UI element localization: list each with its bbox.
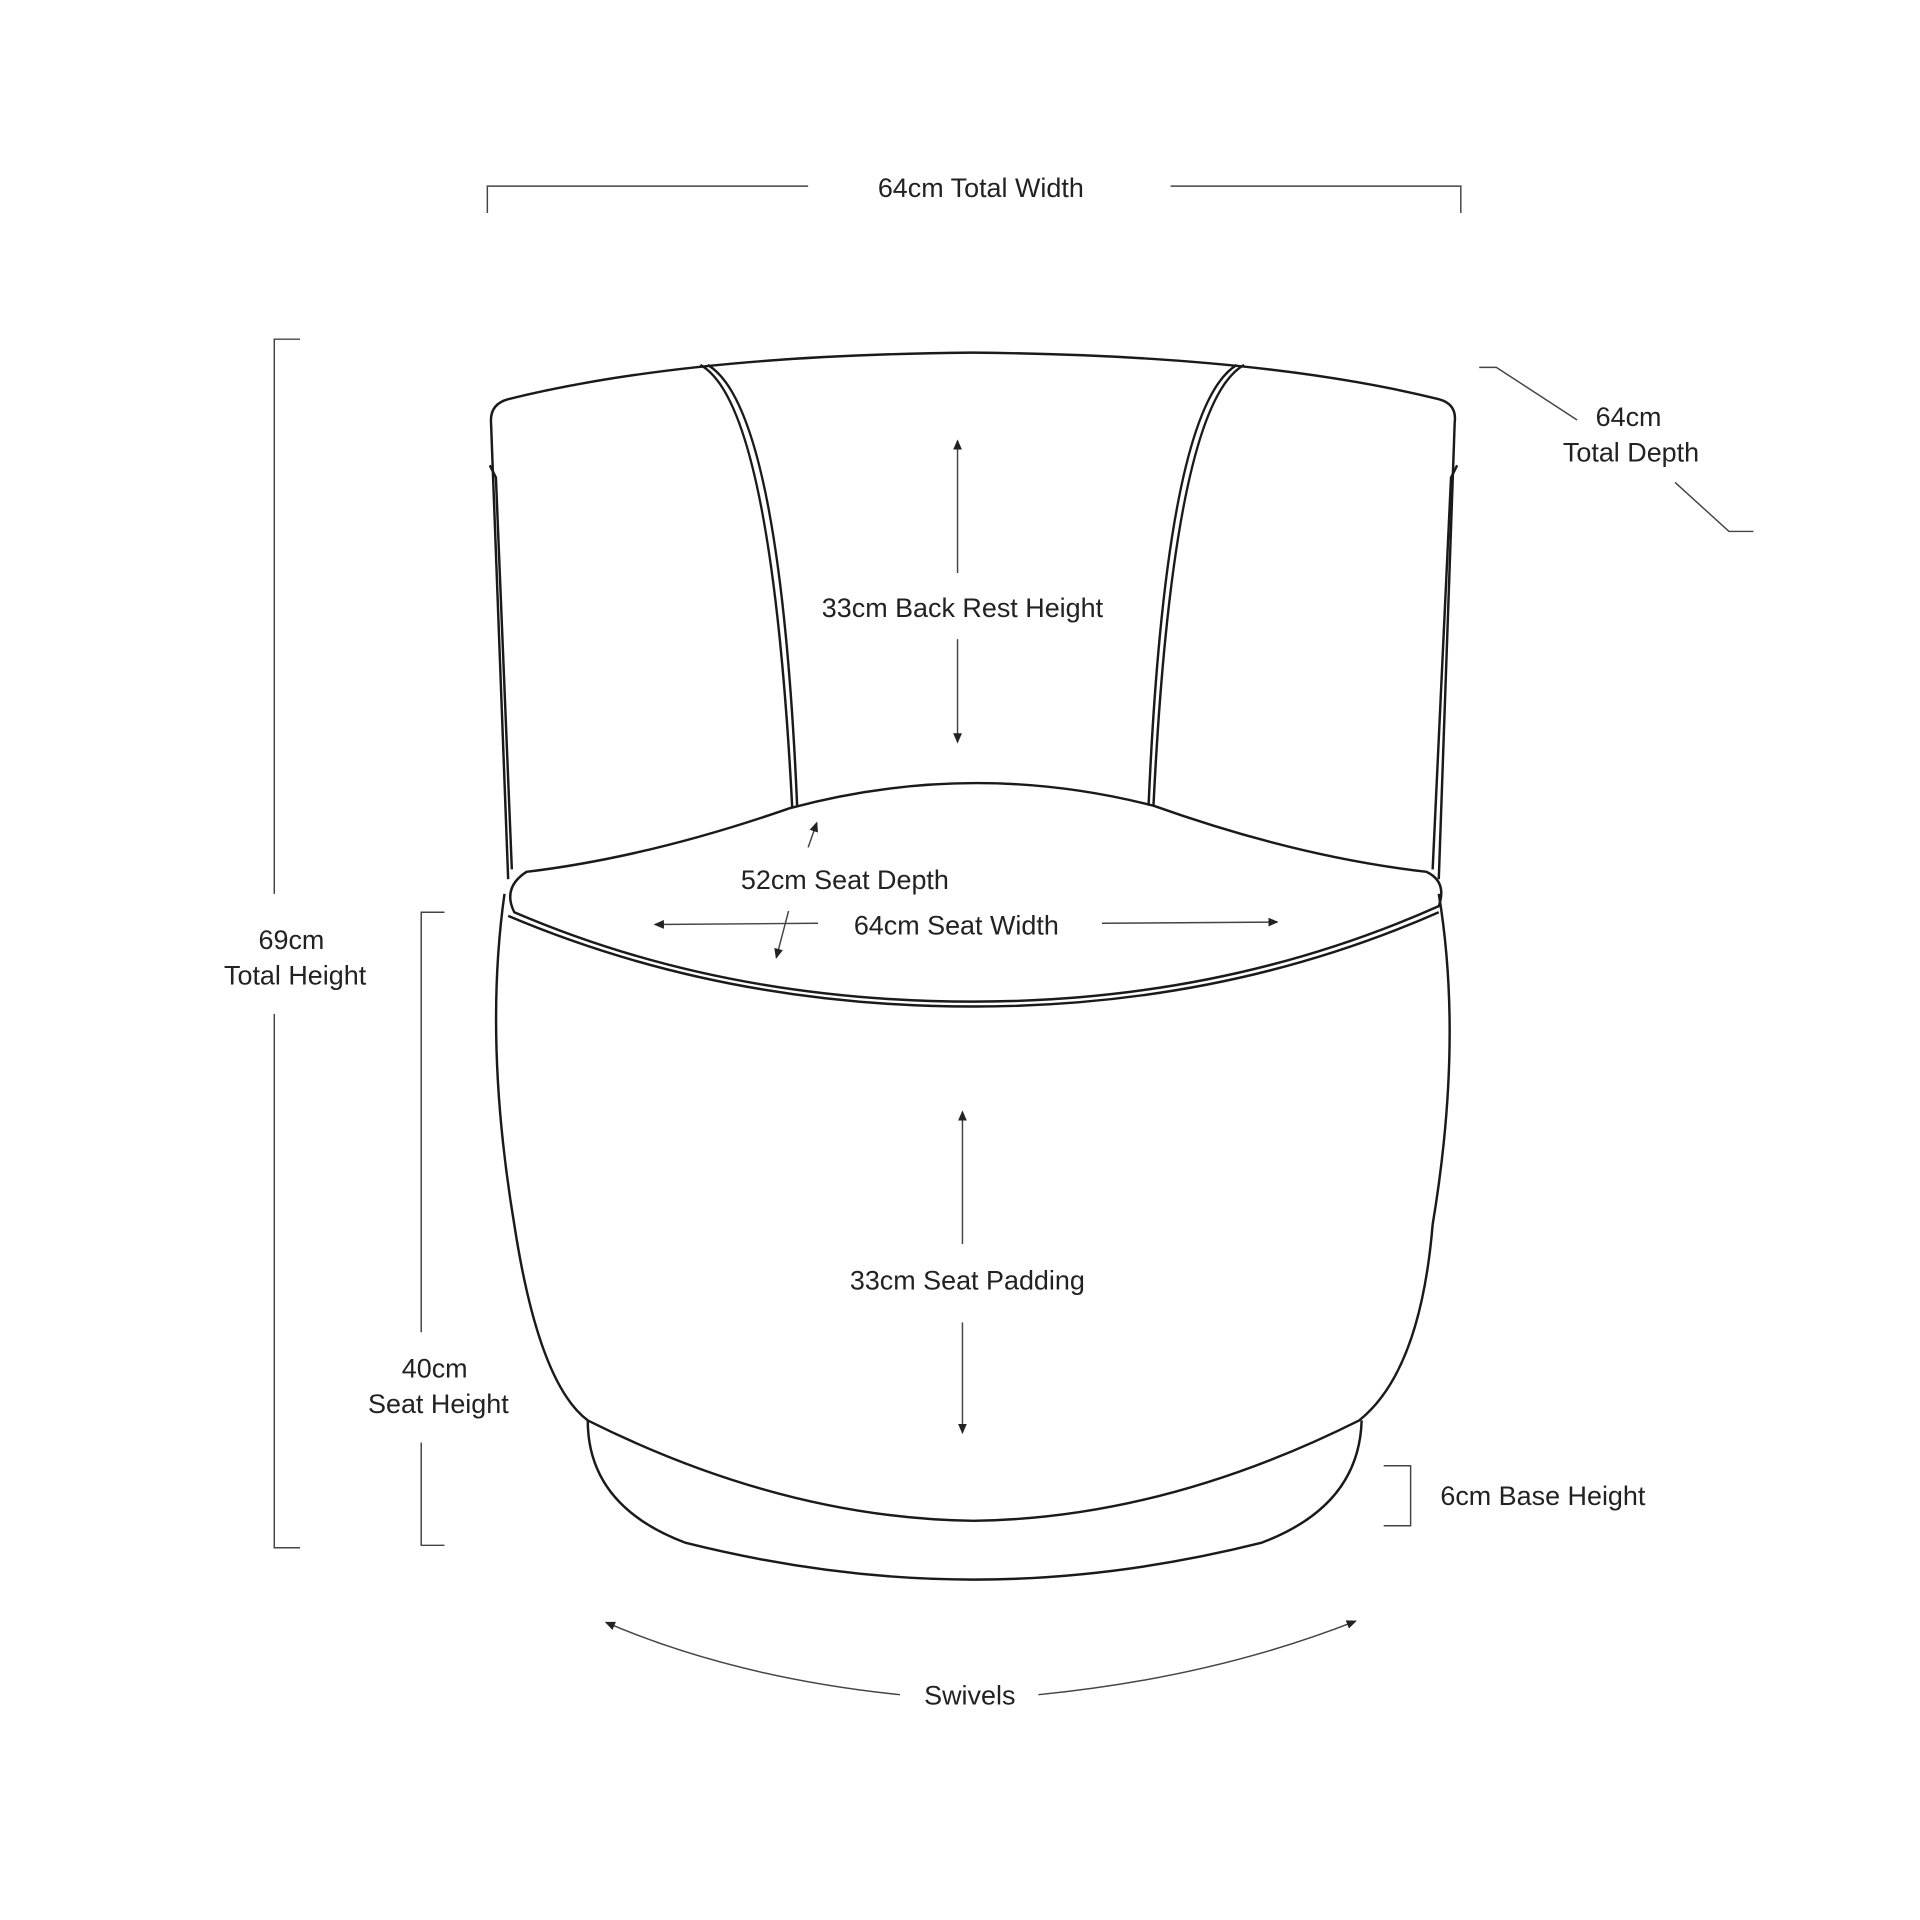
seat-padding-label: 33cm Seat Padding (850, 1265, 1085, 1295)
seat-height-label-value: 40cm (402, 1354, 468, 1384)
seat-piping (507, 911, 1440, 1008)
total-height-label-value: 69cm (259, 925, 325, 955)
dimension-lines (273, 185, 1754, 1696)
backrest-side-left (488, 464, 514, 870)
backrest-outline (489, 351, 1457, 880)
backrest-seam-left (699, 363, 799, 809)
seat-height-label-text: Seat Height (368, 1389, 509, 1419)
total-height-label-text: Total Height (224, 960, 367, 990)
backrest-seam-right (1147, 363, 1245, 806)
seat-cushion (509, 781, 1443, 1003)
total-width-label: 64cm Total Width (878, 173, 1084, 203)
seat-depth-label: 52cm Seat Depth (741, 865, 949, 895)
seat-body (494, 893, 1451, 1523)
swivels-label: Swivels (924, 1680, 1015, 1710)
seat-width-label: 64cm Seat Width (854, 910, 1059, 940)
total-depth-label-value: 64cm (1596, 402, 1662, 432)
backrest-side-right (1431, 464, 1459, 870)
back-rest-height-label: 33cm Back Rest Height (822, 593, 1104, 623)
chair-drawing (488, 351, 1459, 1581)
total-depth-label-text: Total Depth (1563, 438, 1699, 468)
base-height-label: 6cm Base Height (1440, 1481, 1646, 1511)
swivel-base (586, 1420, 1363, 1581)
